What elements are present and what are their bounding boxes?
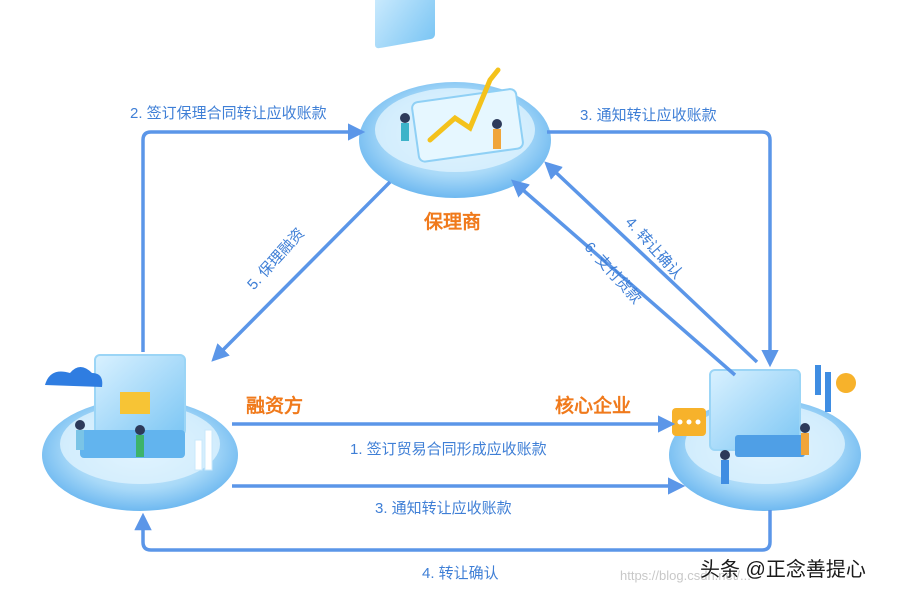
arrow-4-diag (544, 161, 759, 364)
flow-arrows (134, 123, 779, 552)
factor-platform (359, 0, 551, 198)
core-enterprise-platform (669, 365, 861, 511)
flow-label-1: 1. 签订贸易合同形成应收账款 (350, 441, 547, 458)
watermark-url: https://blog.csdn.net/... (620, 568, 751, 583)
arrow-3-top (547, 130, 779, 368)
flow-label-2: 2. 签订保理合同转让应收账款 (130, 105, 327, 122)
arrow-6 (511, 179, 737, 377)
watermark-brand: 头条 @正念善提心 (700, 559, 866, 581)
financier-platform (42, 354, 238, 511)
role-financier: 融资方 (246, 396, 304, 417)
flow-label-4-bottom: 4. 转让确认 (422, 565, 499, 582)
role-core-enterprise: 核心企业 (555, 396, 632, 417)
role-factor: 保理商 (424, 212, 482, 233)
arrow-2 (141, 123, 366, 352)
arrow-4-bottom (134, 510, 772, 552)
flow-label-3-bottom: 3. 通知转让应收账款 (375, 500, 512, 517)
flow-label-3-top: 3. 通知转让应收账款 (580, 107, 717, 124)
arrow-5 (211, 180, 392, 362)
